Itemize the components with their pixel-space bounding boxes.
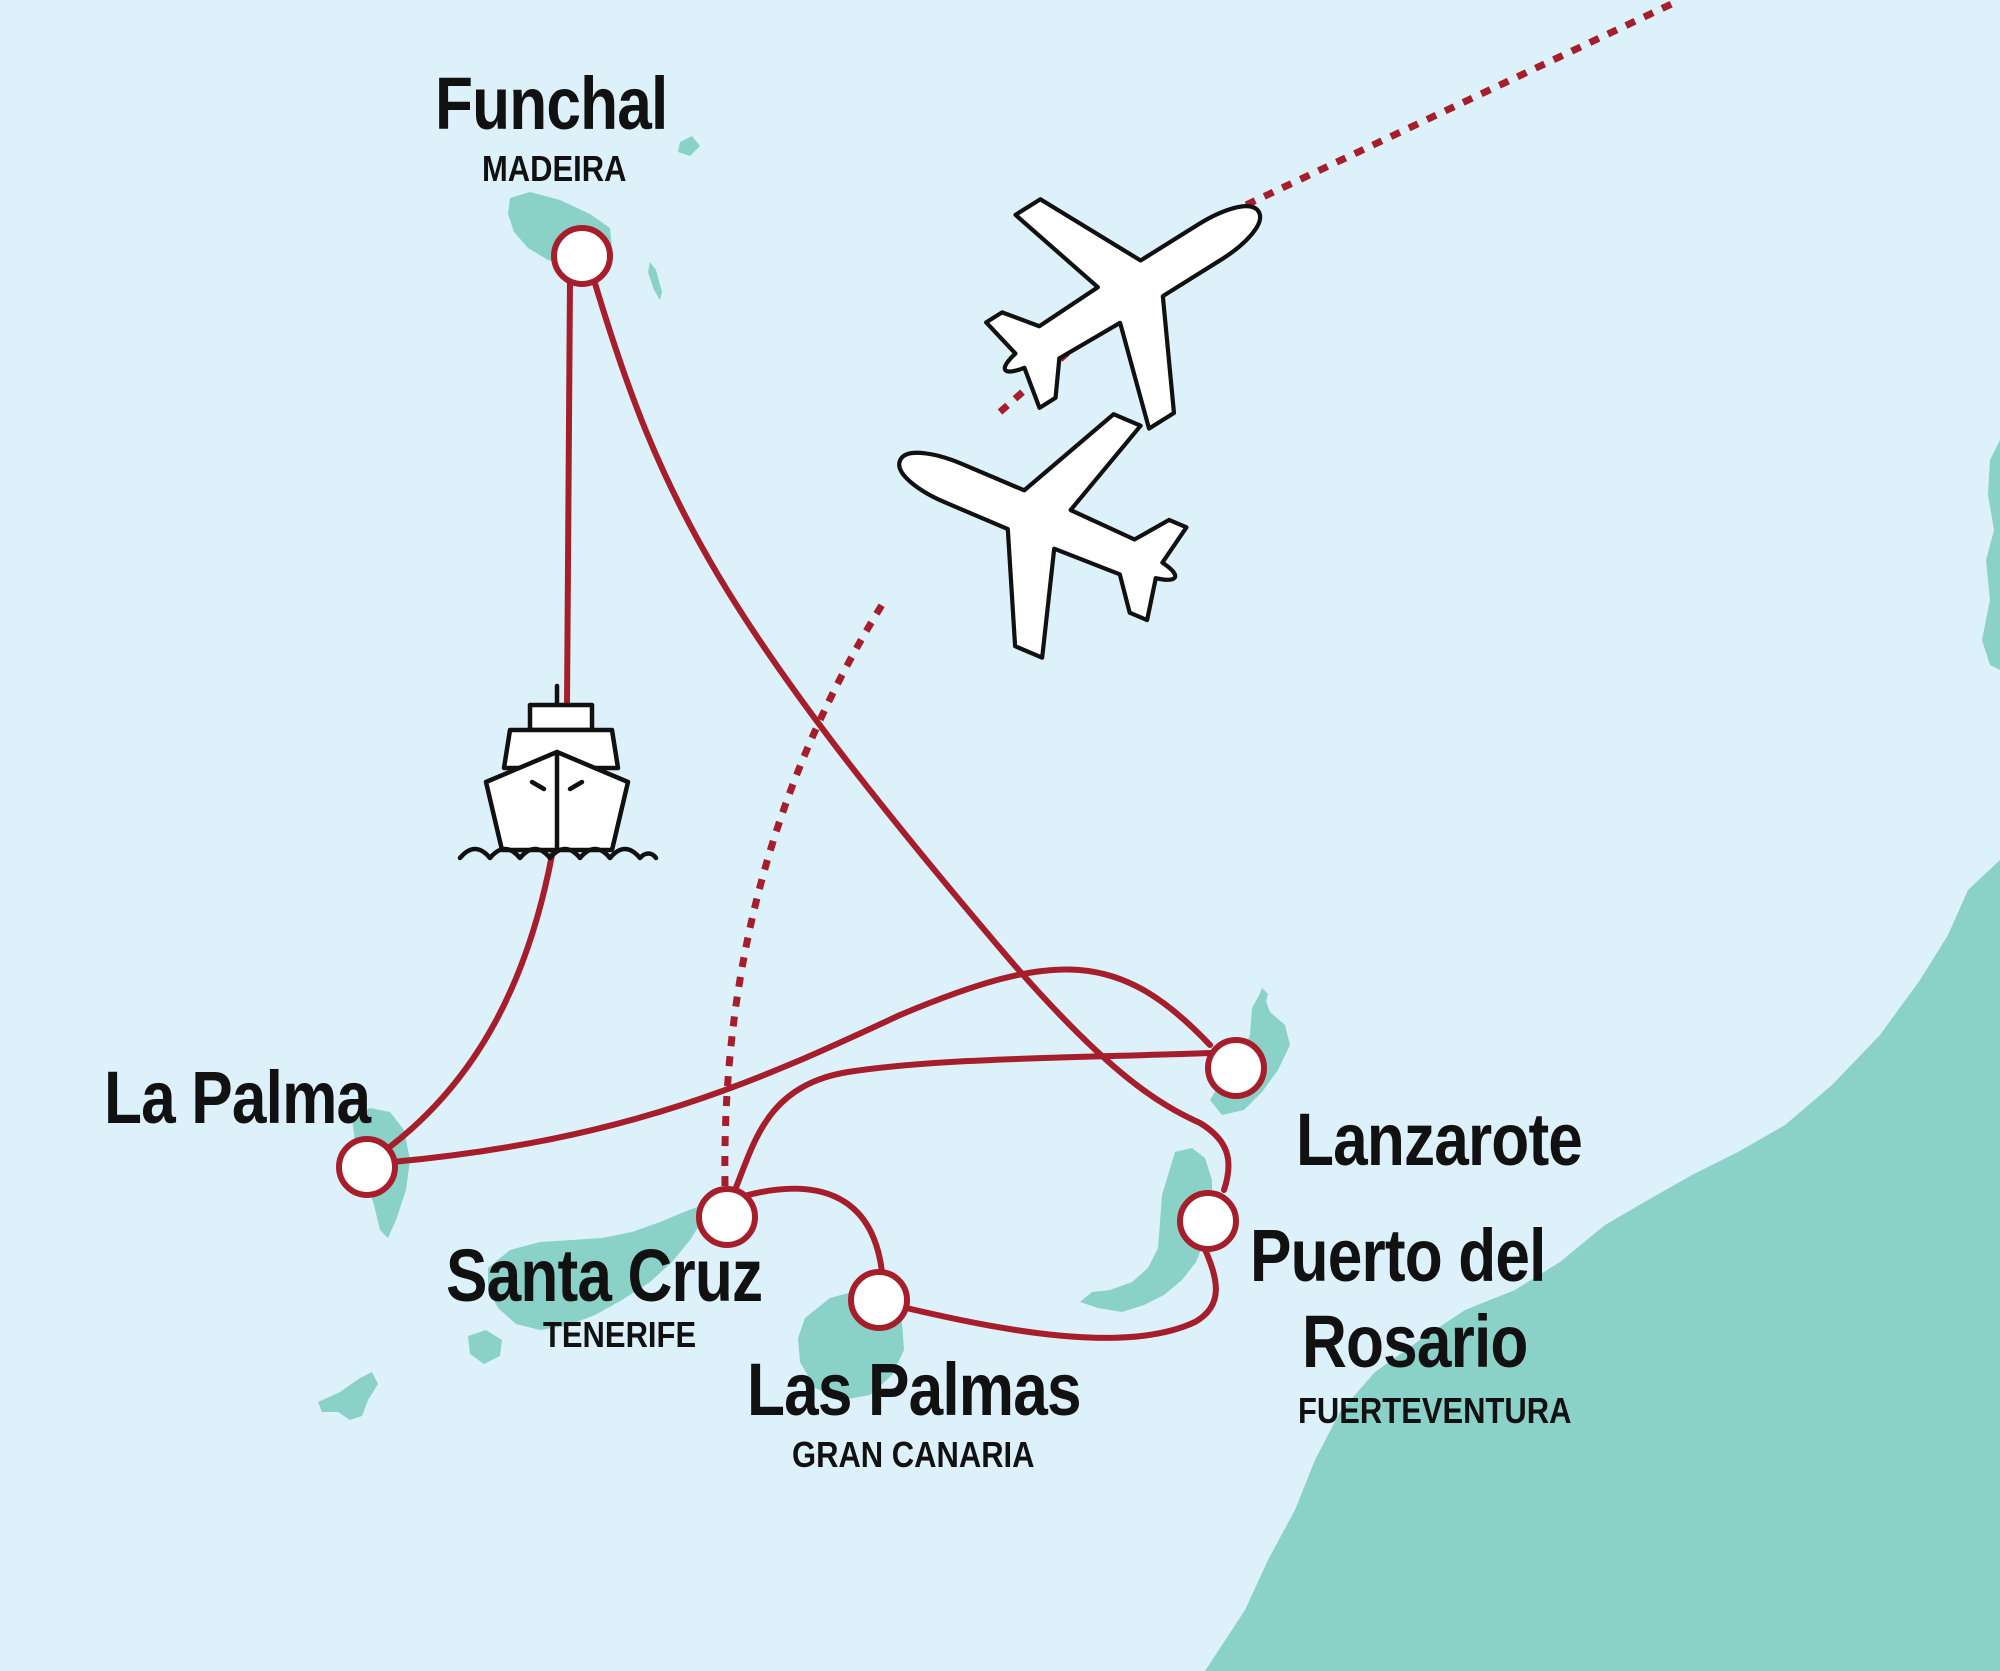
port-nodes	[336, 225, 1267, 1331]
airplane-icon	[983, 197, 1263, 431]
label-santa-cruz: Santa Cruz	[446, 1234, 763, 1317]
label-madeira: MADEIRA	[482, 148, 627, 189]
route-la-palma-lanzarote	[389, 966, 1213, 1165]
airplane-icon	[897, 412, 1189, 660]
sea-routes	[380, 277, 1232, 1341]
route-ship-la-palma	[380, 852, 555, 1155]
node-puerto-del-rosario	[1177, 1190, 1239, 1252]
label-puerto-del-rosario-line1: Puerto del	[1250, 1214, 1546, 1297]
route-las-palmas-puerto-del-rosario	[899, 1242, 1219, 1341]
la-gomera-island	[468, 1330, 502, 1364]
tenerife-island	[488, 1206, 704, 1330]
node-la-palma	[336, 1136, 398, 1198]
label-fuerteventura: FUERTEVENTURA	[1298, 1390, 1572, 1431]
label-funchal: Funchal	[435, 62, 668, 145]
route-santa-cruz-las-palmas	[741, 1185, 885, 1275]
route-funchal-puerto-del-rosario	[591, 277, 1232, 1193]
label-puerto-del-rosario-line2: Rosario	[1302, 1300, 1528, 1383]
fuerteventura-island	[1080, 1148, 1212, 1312]
label-la-palma: La Palma	[104, 1056, 371, 1139]
node-lanzarote	[1205, 1037, 1267, 1099]
europe-coast-edge	[1982, 440, 2000, 670]
label-gran-canaria: GRAN CANARIA	[792, 1434, 1035, 1475]
flight-route-offmap	[1208, 0, 1682, 226]
desertas-island	[648, 262, 662, 300]
porto-santo-island	[678, 136, 700, 156]
route-lanzarote-santa-cruz	[732, 1050, 1213, 1193]
label-lanzarote: Lanzarote	[1296, 1098, 1583, 1181]
ship-icon	[457, 683, 659, 861]
node-santa-cruz	[696, 1186, 758, 1248]
node-las-palmas	[848, 1269, 910, 1331]
node-funchal	[551, 225, 613, 287]
route-funchal-ship	[564, 277, 573, 708]
lanzarote-islet	[1258, 988, 1268, 1002]
label-tenerife: TENERIFE	[543, 1314, 697, 1355]
africa-coastline	[1205, 860, 2000, 1671]
label-las-palmas: Las Palmas	[747, 1348, 1082, 1431]
el-hierro-island	[318, 1372, 378, 1420]
